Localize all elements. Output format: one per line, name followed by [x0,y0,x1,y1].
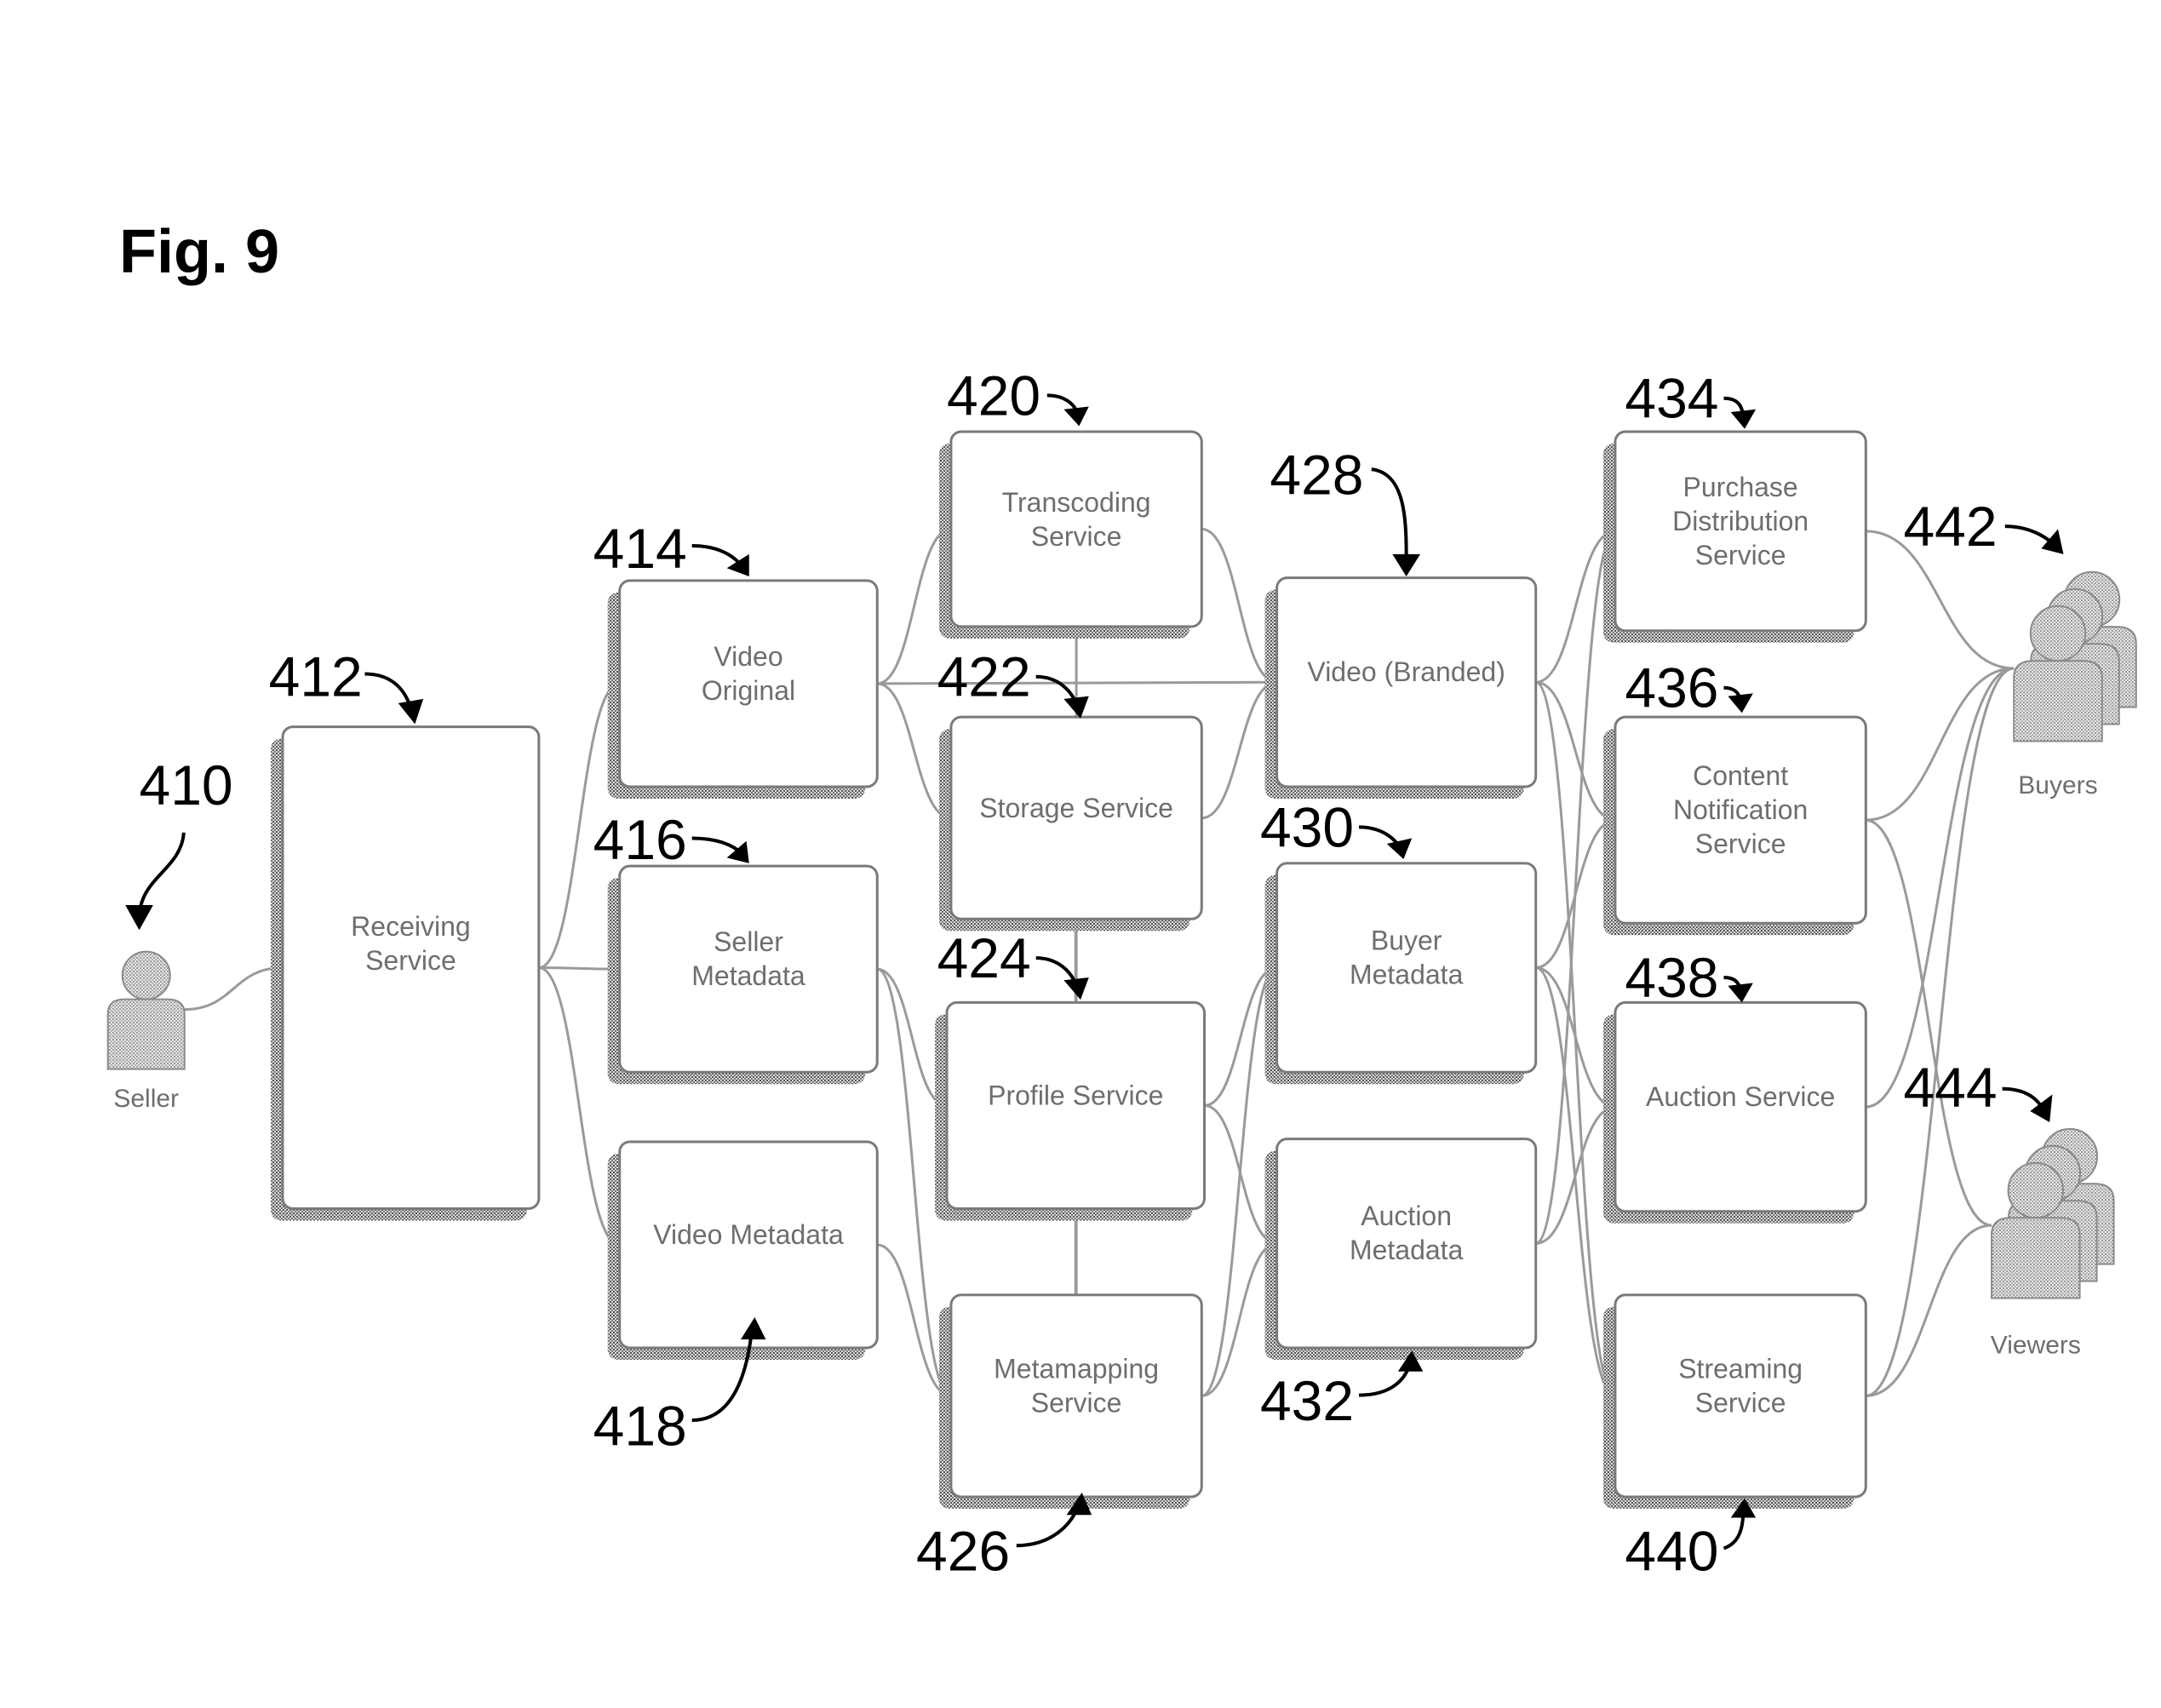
ref-numeral: 436 [1625,656,1718,719]
ref-438: 438 [1625,946,1752,1009]
ref-numeral: 416 [593,808,687,871]
node-label-line: Service [365,945,456,976]
node-label-line: Buyer [1371,925,1442,955]
connector-streaming-viewers [1866,1225,1992,1396]
ref-440: 440 [1625,1499,1756,1583]
leader-arrowhead [1731,410,1756,429]
ref-numeral: 410 [140,754,233,817]
ref-numeral: 414 [593,517,687,580]
node-profile: Profile Service [935,1002,1205,1220]
leader-arrowhead [1063,407,1088,427]
node-label-line: Service [1695,540,1786,570]
ref-numeral: 432 [1260,1369,1354,1432]
node-label-line: Transcoding [1002,487,1151,518]
node-buyer-metadata: BuyerMetadata [1265,863,1536,1084]
node-seller-metadata: SellerMetadata [608,866,878,1084]
node-video-metadata: Video Metadata [608,1142,878,1360]
ref-416: 416 [593,808,749,871]
leader-arrowhead [1392,554,1420,576]
actor-viewers: Viewers [1991,1129,2114,1360]
connector-receiving-video-metadata [539,968,620,1245]
node-label-line: Metadata [691,960,805,991]
ref-numeral: 418 [593,1394,687,1457]
node-label-line: Video (Branded) [1307,656,1505,687]
node-label-line: Content [1693,760,1788,791]
node-label-line: Notification [1673,794,1808,825]
leader-arrowhead [1387,838,1412,859]
person-icon [108,952,185,1069]
node-label-line: Seller [714,926,783,957]
ref-414: 414 [593,517,749,580]
node-label-line: Original [702,675,795,706]
node-label-line: Service [1031,1388,1122,1419]
ref-412: 412 [269,645,424,725]
ref-428: 428 [1270,444,1420,576]
ref-410: 410 [125,754,232,930]
node-label-line: Metadata [1350,1235,1464,1265]
ref-numeral: 434 [1625,367,1718,430]
actor-buyers: Buyers [2014,572,2136,800]
node-label-line: Purchase [1683,472,1798,502]
node-label-line: Auction [1361,1201,1452,1231]
node-content-notification: ContentNotificationService [1603,717,1866,935]
ref-436: 436 [1625,656,1752,719]
node-metamapping: MetamappingService [939,1295,1201,1509]
node-label-line: Storage Service [979,793,1173,823]
node-label-line: Metamapping [994,1354,1159,1384]
leader-arrowhead [2041,529,2063,553]
ref-numeral: 442 [1903,495,1997,558]
node-label-line: Service [1031,521,1122,552]
ref-numeral: 440 [1625,1520,1718,1583]
leader-arrowhead [398,699,423,724]
node-streaming: StreamingService [1603,1295,1866,1509]
node-label-line: Video [714,641,782,672]
ref-444: 444 [1903,1056,2052,1122]
node-label-line: Receiving [351,911,471,942]
ref-numeral: 444 [1903,1056,1997,1119]
ref-numeral: 420 [947,364,1040,427]
node-transcoding: TranscodingService [939,432,1201,639]
leader-arrowhead [1728,693,1752,713]
node-label-line: Metadata [1350,959,1464,989]
connector-seller-receiving [185,968,283,1010]
ref-numeral: 424 [937,926,1031,989]
leader-arrowhead [125,905,153,930]
ref-numeral: 422 [937,645,1031,708]
node-label-line: Auction Service [1646,1081,1835,1112]
actor-label: Seller [113,1085,179,1113]
leader-line [1017,1504,1080,1545]
node-auction-metadata: AuctionMetadata [1265,1139,1536,1360]
ref-numeral: 428 [1270,444,1363,507]
node-label-line: Streaming [1678,1354,1803,1384]
connector-receiving-seller-metadata [539,968,620,970]
actor-label: Buyers [2018,771,2097,800]
node-video-original: VideoOriginal [608,581,878,799]
node-video-branded: Video (Branded) [1265,578,1536,799]
ref-numeral: 426 [916,1520,1010,1583]
ref-442: 442 [1903,495,2063,558]
node-receiving: ReceivingService [271,727,539,1221]
node-label-line: Video Metadata [653,1219,844,1250]
actor-label: Viewers [1991,1332,2081,1360]
node-auction-service: Auction Service [1603,1002,1866,1223]
node-purchase-distribution: PurchaseDistributionService [1603,432,1866,643]
ref-434: 434 [1625,367,1756,430]
leader-arrowhead [1728,983,1752,1003]
ref-numeral: 412 [269,645,363,708]
ref-430: 430 [1260,795,1412,859]
connector-content-notification-viewers [1866,820,1992,1225]
ref-numeral: 438 [1625,946,1718,1009]
ref-424: 424 [937,926,1089,1000]
ref-420: 420 [947,364,1089,427]
node-storage: Storage Service [939,717,1201,931]
ref-432: 432 [1260,1350,1423,1432]
node-label-line: Profile Service [988,1080,1163,1110]
node-label-line: Service [1695,1388,1786,1419]
node-label-line: Distribution [1672,506,1808,536]
ref-numeral: 430 [1260,795,1354,858]
actor-seller: Seller [108,952,185,1113]
node-label-line: Service [1695,828,1786,859]
leader-line [1372,469,1407,564]
